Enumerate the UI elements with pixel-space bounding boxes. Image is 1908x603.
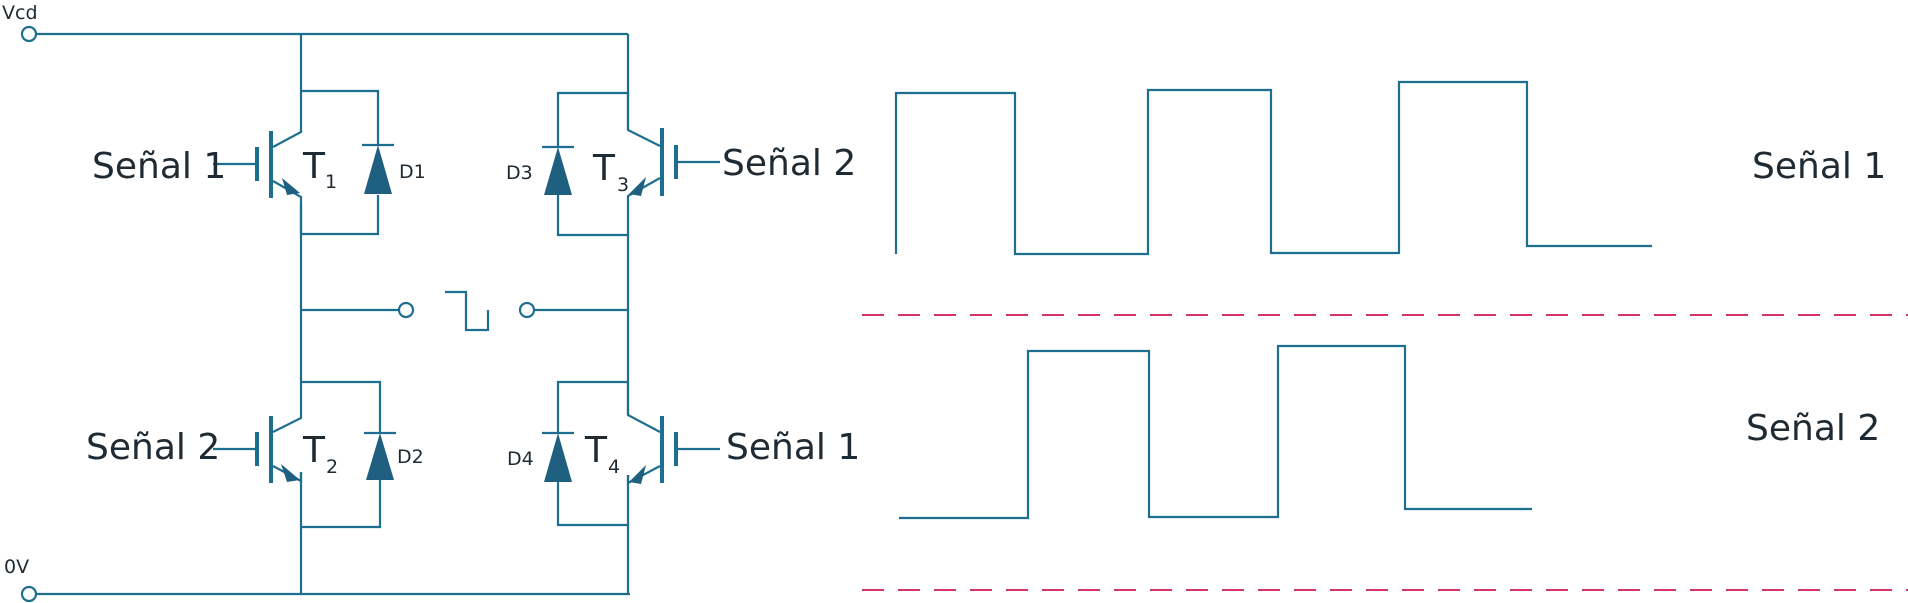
vcd-terminal	[20, 25, 38, 43]
output-connection	[301, 290, 628, 332]
signal1-waveform	[894, 80, 1652, 256]
ground-terminal	[20, 585, 38, 603]
t4-letter: T	[584, 430, 608, 471]
t4-subscript: 4	[608, 456, 620, 478]
signal2-waveform	[899, 344, 1532, 520]
signal1-label: Señal 1	[1752, 146, 1886, 187]
t1-letter: T	[302, 146, 326, 187]
diode-d3	[542, 91, 628, 237]
diode-icon	[366, 433, 394, 480]
supply-rail	[20, 25, 628, 43]
d3-label: D3	[506, 162, 533, 184]
gate-label-t1: Señal 1	[92, 146, 226, 187]
emitter-arrow-icon	[629, 465, 646, 484]
transistor-t2	[213, 382, 303, 483]
signal2-label: Señal 2	[1746, 408, 1880, 449]
emitter-arrow-icon	[281, 464, 300, 482]
gate-label-t4: Señal 1	[726, 427, 860, 468]
diode-icon	[544, 433, 572, 482]
d2-label: D2	[397, 446, 424, 468]
diode-d4	[542, 380, 628, 527]
square-wave-icon	[445, 290, 490, 332]
diode-d2	[301, 380, 396, 529]
t1-subscript: 1	[325, 171, 337, 193]
diode-d1	[299, 89, 394, 236]
t3-letter: T	[592, 148, 616, 189]
t2-subscript: 2	[326, 456, 338, 478]
diode-icon	[364, 145, 392, 194]
diode-icon	[544, 147, 572, 195]
d1-label: D1	[399, 161, 426, 183]
ground-label: 0V	[4, 556, 29, 578]
ground-rail	[20, 585, 630, 603]
gate-label-t2: Señal 2	[86, 427, 220, 468]
output-terminal-right	[518, 301, 536, 319]
emitter-arrow-icon	[282, 178, 300, 195]
output-terminal-left	[397, 301, 415, 319]
t2-letter: T	[302, 430, 326, 471]
t3-subscript: 3	[617, 174, 629, 196]
gate-label-t3: Señal 2	[722, 143, 856, 184]
d4-label: D4	[507, 448, 534, 470]
vcd-label: Vcd	[2, 2, 38, 24]
transistor-t4	[626, 382, 720, 485]
emitter-arrow-icon	[629, 177, 646, 196]
transistor-t1	[213, 115, 303, 204]
transistor-t3	[626, 93, 720, 200]
